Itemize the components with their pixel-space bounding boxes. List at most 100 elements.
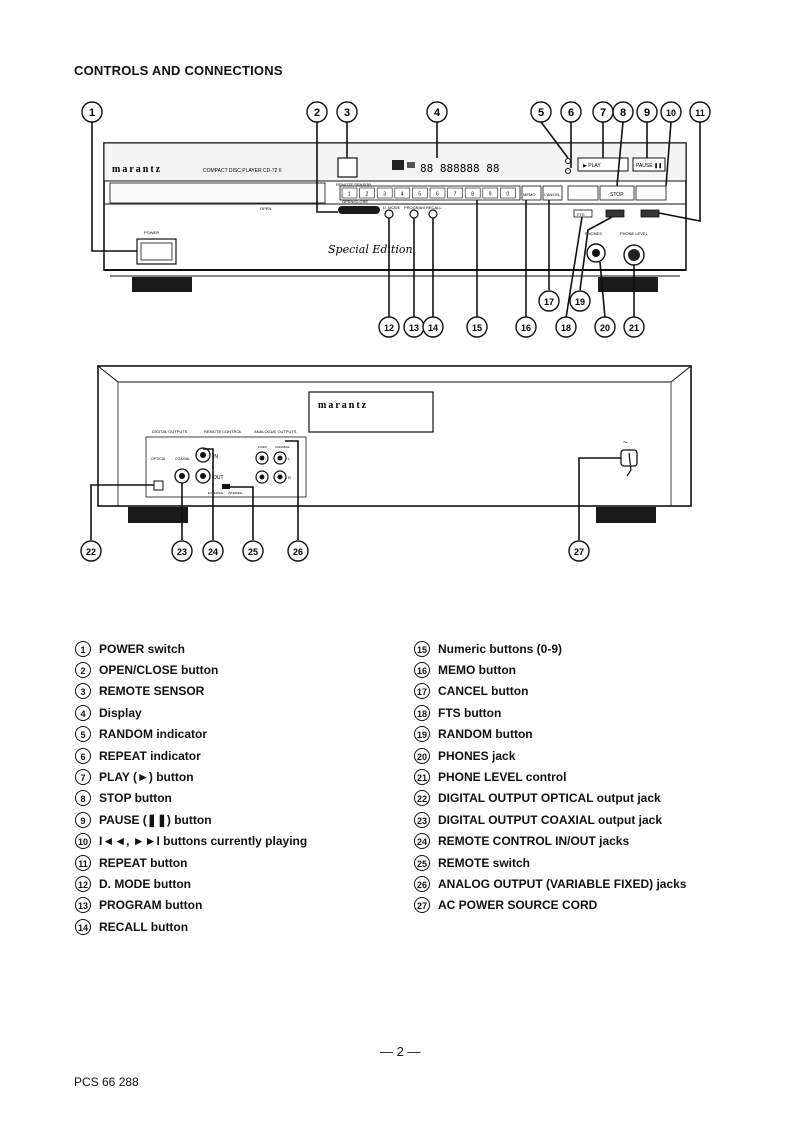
callout-circle-15 [466,316,488,338]
phones-label: PHONES [585,231,602,236]
remote-switch[interactable] [222,484,230,489]
callout-circle-9 [636,101,658,123]
rear-foot-right [596,507,656,523]
legend-number: 10 [75,833,91,850]
pause-button[interactable] [632,157,666,172]
legend-text: RECALL button [99,919,189,934]
callout-number: 15 [472,323,482,333]
callout-number: 6 [568,107,574,119]
numeric-key-1[interactable] [341,187,358,199]
dmode-button[interactable] [384,209,394,219]
callout-number: 2 [314,107,320,119]
callout-circle-1 [81,101,103,123]
repeat-button[interactable] [640,209,660,218]
remote-out-label: OUT [213,475,224,481]
legend-number: 8 [75,790,91,807]
legend-number: 15 [414,640,430,657]
numeric-key-7[interactable] [447,187,463,199]
numeric-key-3[interactable] [376,187,393,199]
rear-panel: marantz DIGITAL OUTPUTS REMOTE CONTROL A… [97,365,692,523]
numeric-key-label: 7 [454,192,457,198]
legend-text: ANALOG OUTPUT (VARIABLE FIXED) jacks [438,876,687,891]
numeric-key-6[interactable] [429,187,446,199]
recall-button[interactable] [428,209,438,219]
front-foot-right [598,277,658,292]
legend-text: Display [99,705,142,720]
fts-button[interactable] [573,209,593,218]
front-brand: marantz [112,164,162,175]
callout-number: 1 [89,107,95,119]
optical-jack[interactable] [153,480,164,491]
prev-track-button[interactable] [567,185,599,201]
legend-text: DIGITAL OUTPUT COAXIAL output jack [438,812,663,827]
numeric-key-label: 0 [506,192,509,198]
legend-number: 4 [75,704,91,721]
numeric-key-label: 6 [436,192,439,198]
rear-foot-left [128,507,188,523]
legend-number: 5 [75,726,91,743]
callout-circle-10 [660,101,682,123]
numeric-key-5[interactable] [412,187,428,199]
callout-circle-6 [560,101,582,123]
legend-number: 26 [414,875,430,892]
numeric-key-8[interactable] [464,187,481,199]
legend-item: 26 ANALOG OUTPUT (VARIABLE FIXED) jacks [414,873,686,894]
callout-circle-18 [555,316,577,338]
display-readout: 88 888888 88 [420,162,499,175]
open-close-button[interactable] [338,206,380,214]
program-button[interactable] [409,209,419,219]
legend-number: 16 [414,662,430,679]
callout-number: 13 [409,323,419,333]
random-button[interactable] [605,209,625,218]
callout-circle-2 [306,101,328,123]
legend-number: 6 [75,747,91,764]
numeric-key-9[interactable] [482,187,499,199]
numeric-key-2[interactable] [359,187,375,199]
callout-number: 12 [384,323,394,333]
ac-symbol-icon: ~ [623,438,628,447]
cancel-button[interactable] [542,185,563,201]
legend-number: 14 [75,918,91,935]
ac-power-cord [626,452,632,477]
legend-text: PHONES jack [438,748,516,763]
play-label: ▶ PLAY [583,163,601,169]
legend-number: 7 [75,769,91,786]
numeric-key-0[interactable] [500,187,516,199]
next-track-button[interactable] [635,185,667,201]
legend-item: 6 REPEAT indicator [75,745,307,766]
power-label: POWER [144,230,159,235]
legend-number: 12 [75,875,91,892]
rear-brand: marantz [318,400,368,411]
legend-text: MEMO button [438,663,516,678]
numeric-key-4[interactable] [394,187,411,199]
callout-circle-25 [242,540,264,562]
callout-circle-14 [422,316,444,338]
legend-text: REPEAT indicator [99,748,201,763]
legend-text: PAUSE (❚❚) button [99,812,212,827]
callout-number: 11 [695,108,705,118]
rear-leader-lines [90,440,621,540]
callout-circle-11 [689,101,711,123]
legend-text: REPEAT button [99,855,188,870]
legend-text: FTS button [438,705,502,720]
callout-circle-21 [623,316,645,338]
remote-control-label: REMOTE CONTROL [204,429,243,434]
legend-number: 27 [414,897,430,914]
legend-item: 16 MEMO button [414,659,686,680]
program-label: PROGRAM [404,205,425,210]
legend-item: 4 Display [75,702,307,723]
callout-number: 3 [344,107,350,119]
legend-text: AC POWER SOURCE CORD [438,898,598,913]
callout-circle-12 [378,316,400,338]
legend-text: D. MODE button [99,876,191,891]
callout-number: 9 [644,107,650,119]
memo-button[interactable] [521,185,542,201]
